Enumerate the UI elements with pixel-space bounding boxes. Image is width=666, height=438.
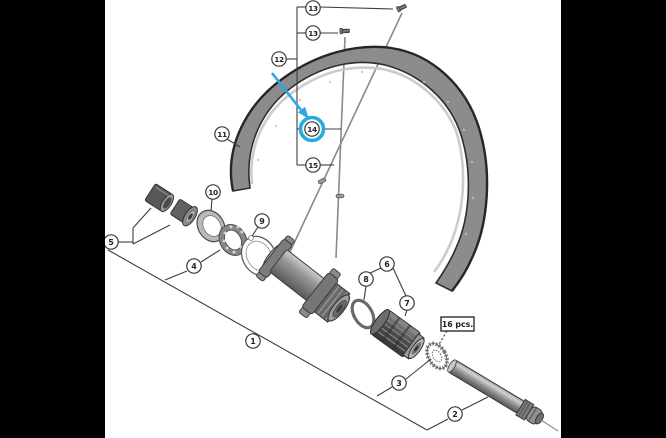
callout-6: 6 <box>379 256 395 272</box>
callout-2: 2 <box>447 406 463 422</box>
spoke <box>335 36 346 259</box>
bearing-cup-b <box>170 199 198 227</box>
pillarbox-right <box>561 0 666 438</box>
callout-number: 13 <box>308 4 318 13</box>
rim-outer-edge <box>229 45 489 292</box>
callout-1: 1 <box>245 333 261 349</box>
callout-circle <box>186 258 202 274</box>
callout-number: 4 <box>191 262 197 271</box>
callout-8: 8 <box>358 271 374 287</box>
callout-circle <box>391 375 407 391</box>
spoke-nipple-icon <box>339 27 350 35</box>
callout-5: 5 <box>103 234 119 250</box>
spoke-connectors <box>317 177 345 199</box>
callout-circle <box>254 213 270 229</box>
pillarbox-left <box>0 0 105 438</box>
spoke-connector <box>335 193 345 199</box>
bearing-cup-a <box>144 183 174 213</box>
highlight-arrow-line <box>270 72 303 111</box>
ball-bearing-retainer <box>218 224 248 256</box>
spoke-nipple-icon <box>396 4 407 13</box>
callout-circle <box>399 295 415 311</box>
callout-number: 10 <box>208 188 218 197</box>
rim <box>229 45 489 293</box>
o-ring <box>350 298 376 330</box>
highlight-annotation <box>270 72 309 119</box>
callout-3: 3 <box>391 375 407 391</box>
callout-number: 9 <box>259 217 265 226</box>
callout-number: 11 <box>217 130 227 139</box>
callout-4: 4 <box>186 258 202 274</box>
callout-circle <box>379 256 395 272</box>
quantity-note: 16 pcs. <box>440 316 475 332</box>
highlight-ring <box>298 115 326 143</box>
callout-number: 15 <box>308 161 318 170</box>
callout-number: 5 <box>108 238 114 247</box>
callout-number: 7 <box>404 299 410 308</box>
callout-number: 1 <box>250 337 256 346</box>
callout-9: 9 <box>254 213 270 229</box>
callout-circle <box>245 333 261 349</box>
callout-number: 3 <box>396 379 402 388</box>
callout-circle <box>305 0 321 16</box>
callout-circle <box>304 121 320 137</box>
callout-number: 12 <box>274 55 284 64</box>
callout-7: 7 <box>399 295 415 311</box>
callout-circle <box>205 184 221 200</box>
hub-body <box>256 235 351 323</box>
callout-number: 2 <box>452 410 458 419</box>
bearing-balls <box>222 225 244 254</box>
callout-circle <box>305 157 321 173</box>
callout-13b: 13 <box>305 25 321 41</box>
callout-circle <box>305 25 321 41</box>
callout-number: 6 <box>384 260 390 269</box>
callout-14: 14 <box>298 115 326 143</box>
rim-spoke-holes <box>256 70 475 236</box>
callout-13a: 13 <box>305 0 321 16</box>
callout-circle <box>358 271 374 287</box>
callout-circle <box>447 406 463 422</box>
highlight-arrow-head <box>298 106 309 119</box>
thru-axle <box>447 359 544 425</box>
callout-number: 14 <box>307 125 317 134</box>
callout-10: 10 <box>205 184 221 200</box>
spoke-connector <box>317 177 327 185</box>
callout-11: 11 <box>214 126 230 142</box>
callout-15: 15 <box>305 157 321 173</box>
freehub-body <box>369 309 425 360</box>
callout-circle <box>214 126 230 142</box>
callout-12: 12 <box>271 51 287 67</box>
quantity-note-text: 16 pcs. <box>442 320 473 329</box>
rim-inner-highlight <box>250 66 465 273</box>
axle-axis-line <box>540 419 559 432</box>
callout-number: 13 <box>308 29 318 38</box>
callout-circle <box>271 51 287 67</box>
leader-lines <box>107 6 489 431</box>
spoke-nipple-icons <box>339 4 407 35</box>
seal-ring <box>196 209 226 243</box>
callout-number: 8 <box>363 275 369 284</box>
quantity-note-box <box>440 316 475 332</box>
